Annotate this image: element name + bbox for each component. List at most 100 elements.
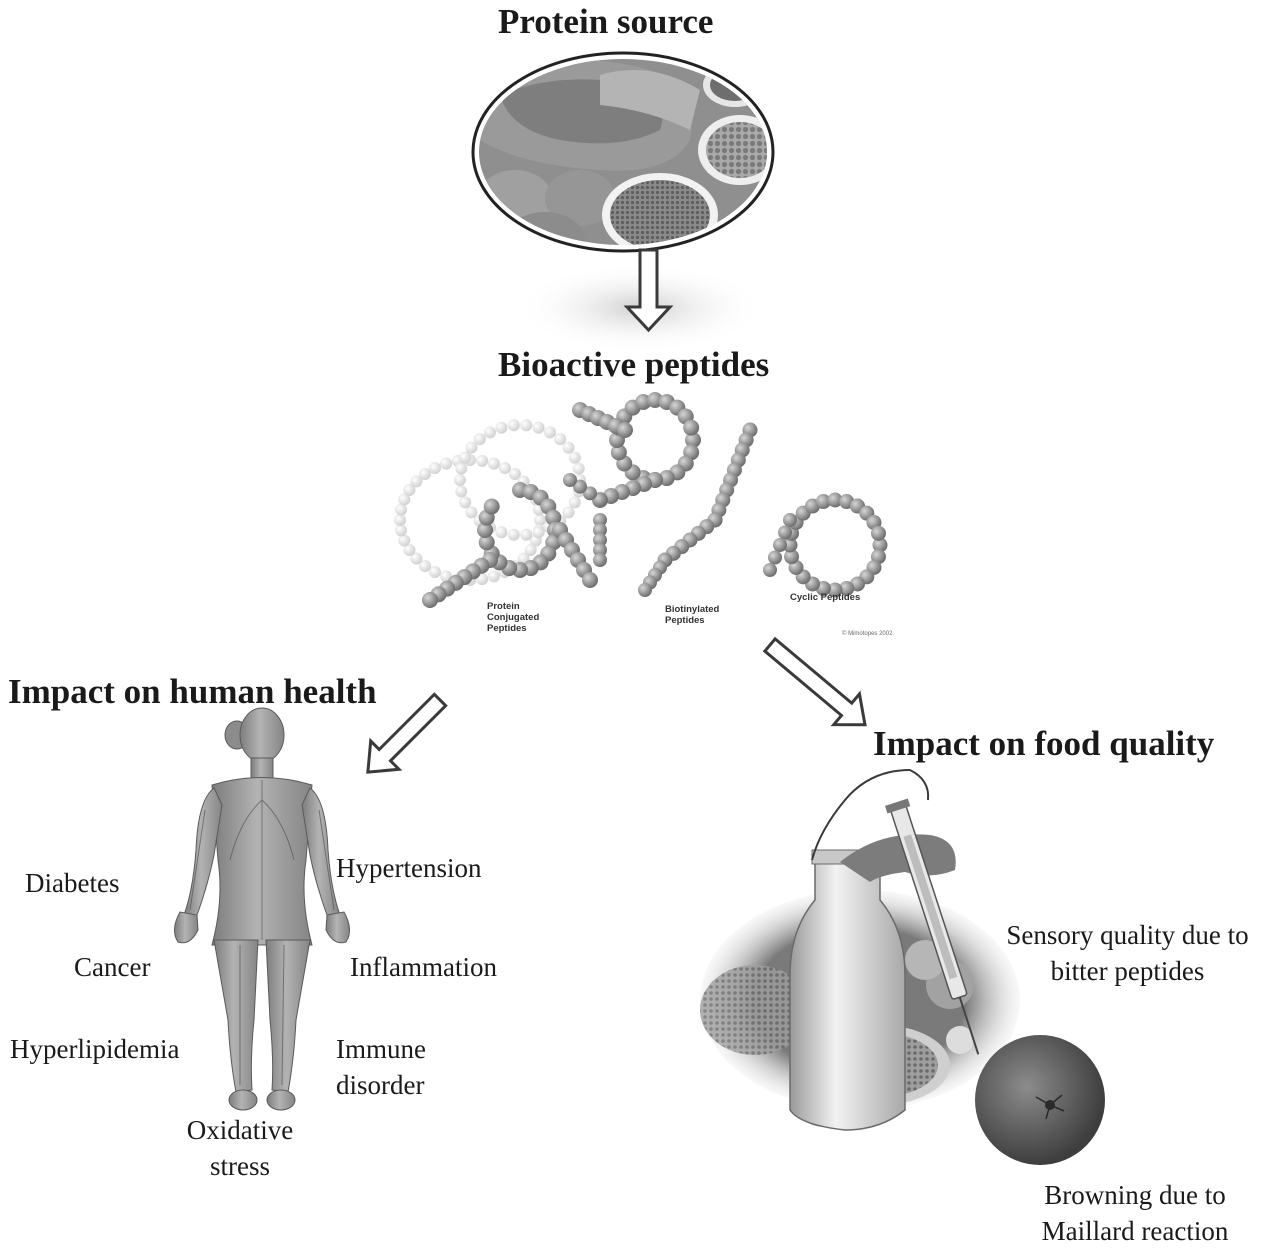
peptide-bead — [478, 534, 495, 551]
peptide-bead — [593, 493, 607, 507]
peptide-bead — [647, 392, 663, 408]
peptide-bead — [839, 580, 855, 596]
peptide-bead — [610, 444, 627, 461]
peptide-bead — [429, 462, 441, 475]
peptide-bead — [593, 543, 607, 557]
peptide-bead — [419, 468, 432, 481]
peptide-bead — [410, 475, 423, 488]
peptide-bead — [532, 526, 545, 539]
peptide-bead — [617, 422, 633, 438]
peptide-bead — [484, 426, 496, 439]
peptide-bead — [507, 419, 520, 432]
immune-disorder-label: Immune disorder — [336, 1034, 426, 1100]
browning-label: Browning due to Maillard reaction — [1041, 1180, 1229, 1246]
sensory-quality-label: Sensory quality due to bitter peptides — [1006, 920, 1249, 986]
peptide-bead — [520, 528, 533, 541]
peptide-bead — [545, 509, 562, 526]
peptide-bead — [459, 451, 472, 464]
peptide-bead — [477, 522, 493, 538]
peptide-bead — [440, 457, 453, 470]
peptide-bead — [773, 538, 787, 552]
peptide-bead — [419, 559, 432, 572]
hypertension-label: Hypertension — [336, 853, 482, 883]
cyclic-label: Cyclic Peptides — [790, 592, 861, 603]
peptide-bead — [782, 537, 798, 553]
peptide-bead — [554, 433, 567, 446]
peptide-bead — [465, 441, 478, 454]
peptide-bead — [593, 553, 607, 567]
peptide-bead — [638, 583, 652, 597]
peptide-bead — [524, 544, 537, 556]
cancer-label: Cancer — [74, 952, 151, 982]
peptide-bead — [685, 432, 701, 448]
peptide-bead — [827, 492, 843, 508]
peptide-bead — [532, 421, 545, 434]
peptide-bead — [487, 570, 500, 583]
peptide-bead — [815, 494, 831, 510]
peptide-bead — [422, 592, 438, 608]
peptide-bead — [583, 486, 597, 501]
peptide-bead — [572, 462, 585, 475]
peptide-bead — [398, 493, 411, 506]
down-arrow-icon — [623, 248, 674, 333]
arrow-food-icon — [762, 636, 867, 727]
peptide-bead — [520, 419, 533, 432]
peptide-bead — [593, 513, 607, 527]
peptide-bead — [476, 454, 489, 467]
peptide-bead — [403, 544, 416, 556]
peptide-bead — [455, 462, 468, 475]
peptide-bead — [683, 419, 700, 436]
peptide-bead — [562, 506, 575, 519]
peptide-bead — [495, 526, 508, 539]
diabetes-label: Diabetes — [25, 868, 120, 898]
peptide-bead — [499, 462, 511, 475]
peptide-bead — [410, 552, 423, 565]
peptide-bead — [870, 525, 886, 541]
oxidative-stress-label: Oxidative stress — [186, 1115, 294, 1181]
peptide-bead — [465, 506, 478, 519]
peptide-bead — [593, 533, 607, 547]
peptide-bead — [784, 549, 800, 565]
peptide-bead — [483, 498, 500, 515]
peptide-bead — [778, 525, 792, 540]
peptide-bead — [473, 433, 486, 446]
impact-health-title: Impact on human health — [8, 672, 377, 711]
peptide-bead — [394, 514, 406, 526]
peptide-bead — [454, 474, 466, 486]
peptide-bead — [763, 563, 777, 577]
inflammation-label: Inflammation — [350, 952, 497, 982]
peptide-bead — [395, 503, 408, 516]
hyperlipidemia-label: Hyperlipidemia — [10, 1034, 180, 1064]
impact-food-title: Impact on food quality — [873, 724, 1215, 763]
protein-conjugated-label: Protein Conjugated Peptides — [487, 601, 540, 634]
peptide-bead — [635, 393, 652, 410]
peptide-bead — [582, 572, 598, 588]
peptide-bead — [783, 513, 797, 527]
peptide-bead — [534, 514, 546, 526]
copyright-label: © Mimotopes 2002 — [842, 631, 893, 637]
peptide-bead — [872, 537, 888, 553]
peptide-bead — [455, 485, 468, 498]
arrow-health-icon — [366, 692, 448, 774]
peptide-bead — [395, 524, 408, 537]
biotinylated-label: Biotinylated Peptides — [665, 604, 720, 626]
peptide-bead — [658, 470, 675, 487]
peptide-bead — [568, 451, 581, 464]
peptide-bead — [459, 496, 472, 509]
peptide-bead — [562, 441, 575, 454]
peptide-bead — [403, 484, 416, 496]
peptide-bead — [495, 421, 508, 434]
peptide-bead — [429, 565, 441, 578]
peptide-bead — [507, 528, 520, 541]
peptide-bead — [568, 496, 581, 509]
peptide-bead — [827, 582, 843, 598]
peptide-bead — [593, 523, 607, 537]
peptide-bead — [544, 426, 556, 439]
peptide-bead — [768, 550, 782, 565]
peptide-bead — [563, 473, 577, 487]
peptide-bead — [398, 534, 411, 547]
peptide-bead — [487, 457, 500, 470]
